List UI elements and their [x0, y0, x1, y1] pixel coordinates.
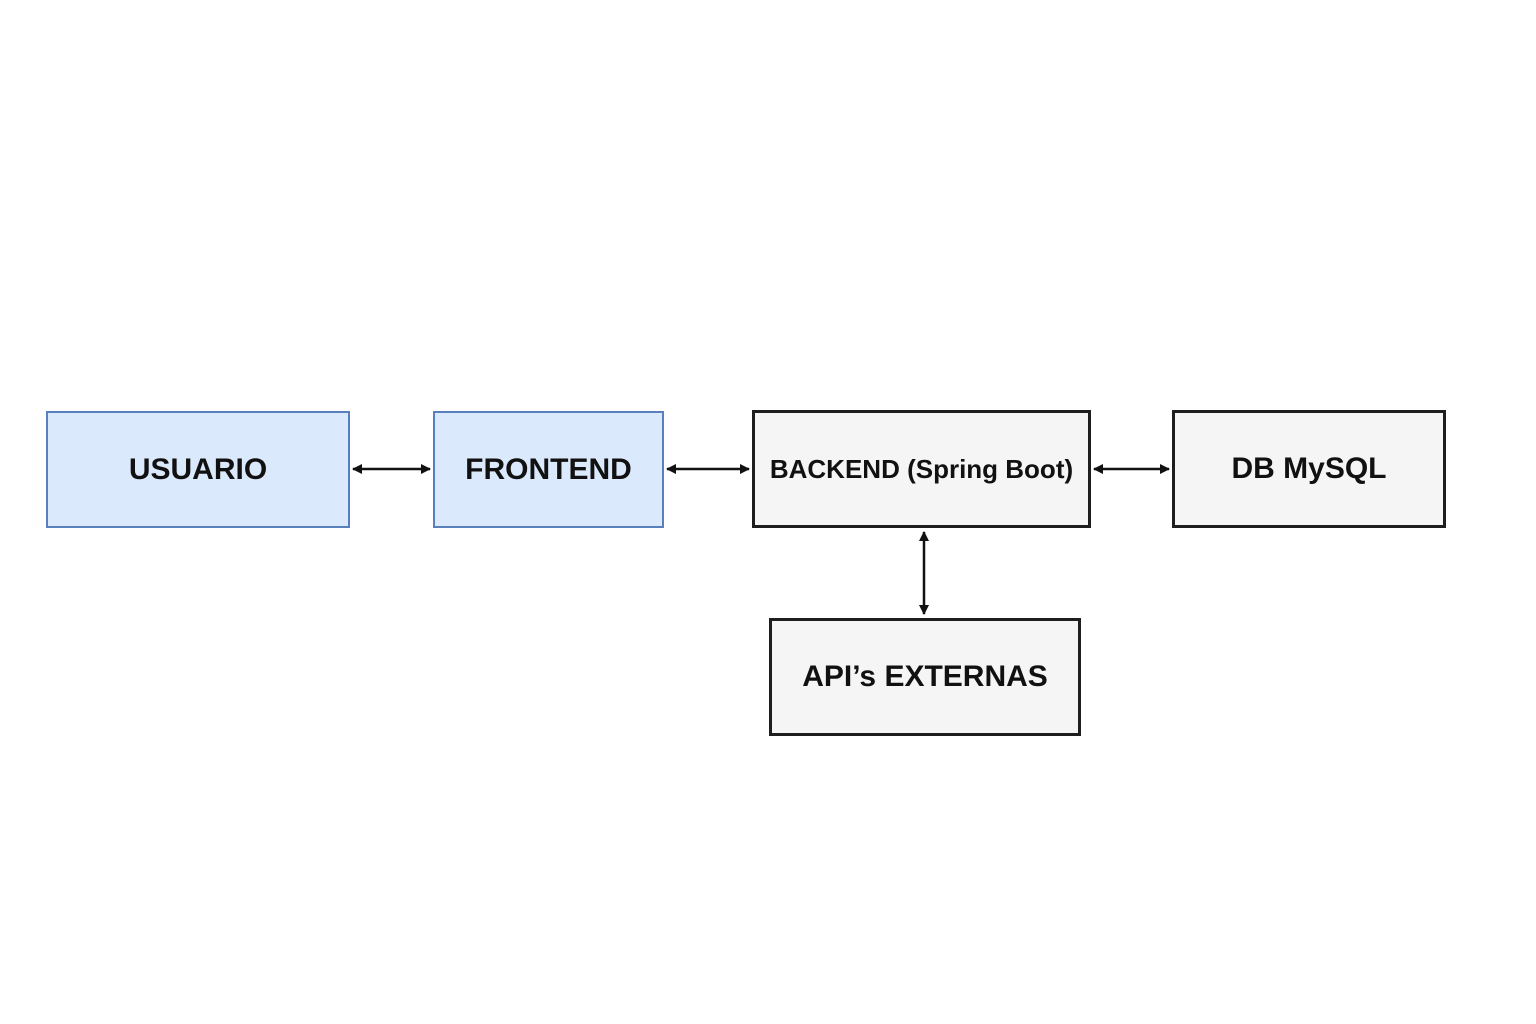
- node-backend: BACKEND (Spring Boot): [752, 410, 1091, 528]
- node-backend-label: BACKEND (Spring Boot): [769, 453, 1074, 484]
- node-db-label: DB MySQL: [1231, 452, 1387, 485]
- node-frontend: FRONTEND: [433, 411, 664, 528]
- node-apis-label: API’s EXTERNAS: [802, 660, 1048, 693]
- node-usuario-label: USUARIO: [128, 452, 268, 486]
- node-apis: API’s EXTERNAS: [769, 618, 1081, 736]
- node-usuario: USUARIO: [46, 411, 350, 528]
- node-db: DB MySQL: [1172, 410, 1446, 528]
- node-frontend-label: FRONTEND: [465, 452, 632, 486]
